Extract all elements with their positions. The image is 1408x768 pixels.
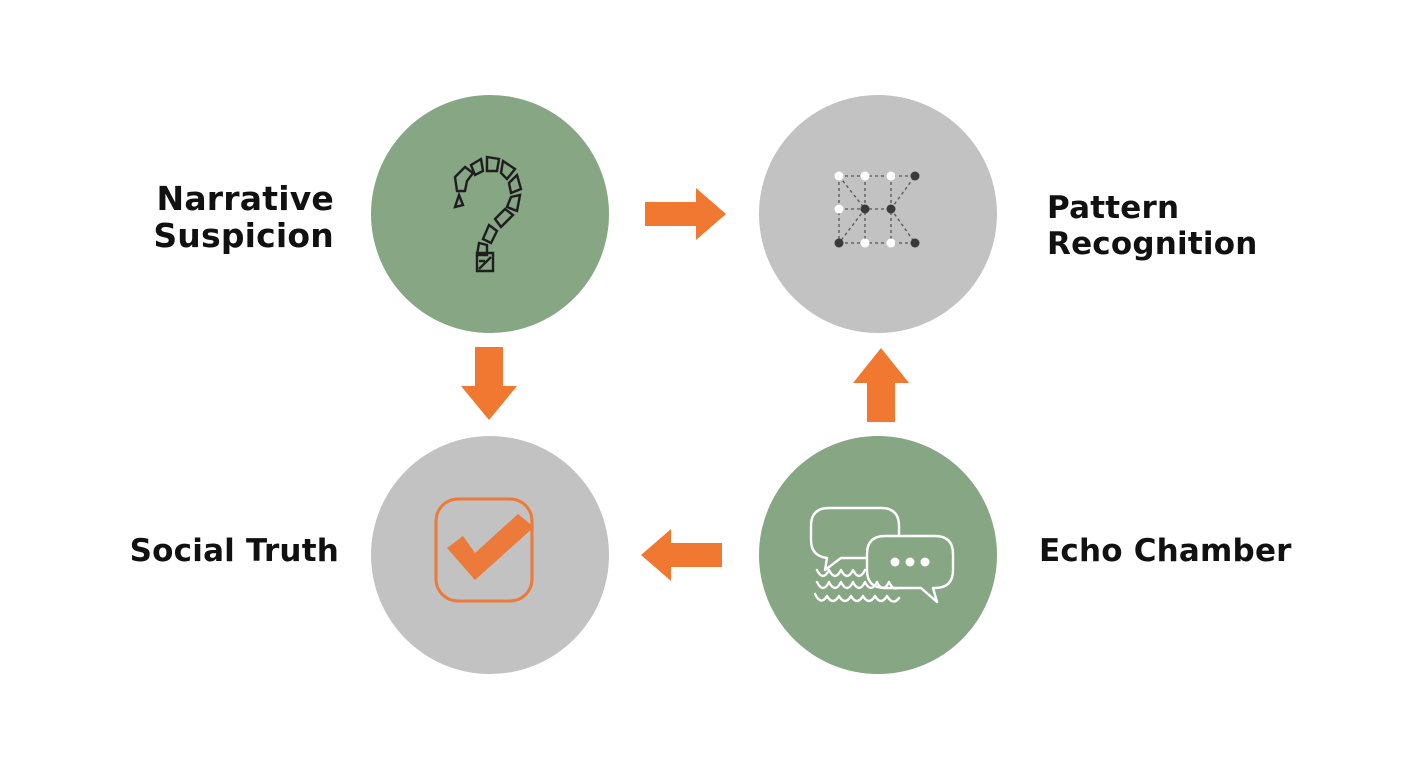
node-narrative-suspicion bbox=[371, 95, 609, 333]
label-narrative-suspicion: Narrative Suspicion bbox=[153, 180, 334, 254]
label-line: Recognition bbox=[1047, 226, 1258, 262]
node-echo-chamber bbox=[759, 436, 997, 674]
label-line: Pattern bbox=[1047, 190, 1180, 226]
label-line: Echo Chamber bbox=[1039, 533, 1292, 569]
label-line: Social Truth bbox=[129, 533, 339, 569]
question-mark-icon bbox=[453, 155, 523, 273]
chat-bubbles-icon bbox=[809, 506, 955, 604]
node-social-truth bbox=[371, 436, 609, 674]
label-pattern-recognition: Pattern Recognition bbox=[1047, 190, 1257, 262]
label-social-truth: Social Truth bbox=[130, 533, 339, 570]
arrow-left-echo-to-social bbox=[641, 529, 722, 581]
checkmark-box-icon bbox=[434, 497, 534, 603]
arrow-up-echo-to-pattern bbox=[853, 348, 909, 422]
label-line: Suspicion bbox=[153, 216, 334, 255]
node-pattern-recognition bbox=[759, 95, 997, 333]
arrow-right-narrative-to-pattern bbox=[645, 188, 726, 240]
arrow-down-narrative-to-social bbox=[461, 347, 517, 420]
label-line: Narrative bbox=[156, 179, 334, 218]
network-nodes-icon bbox=[834, 171, 920, 248]
label-echo-chamber: Echo Chamber bbox=[1039, 533, 1292, 570]
